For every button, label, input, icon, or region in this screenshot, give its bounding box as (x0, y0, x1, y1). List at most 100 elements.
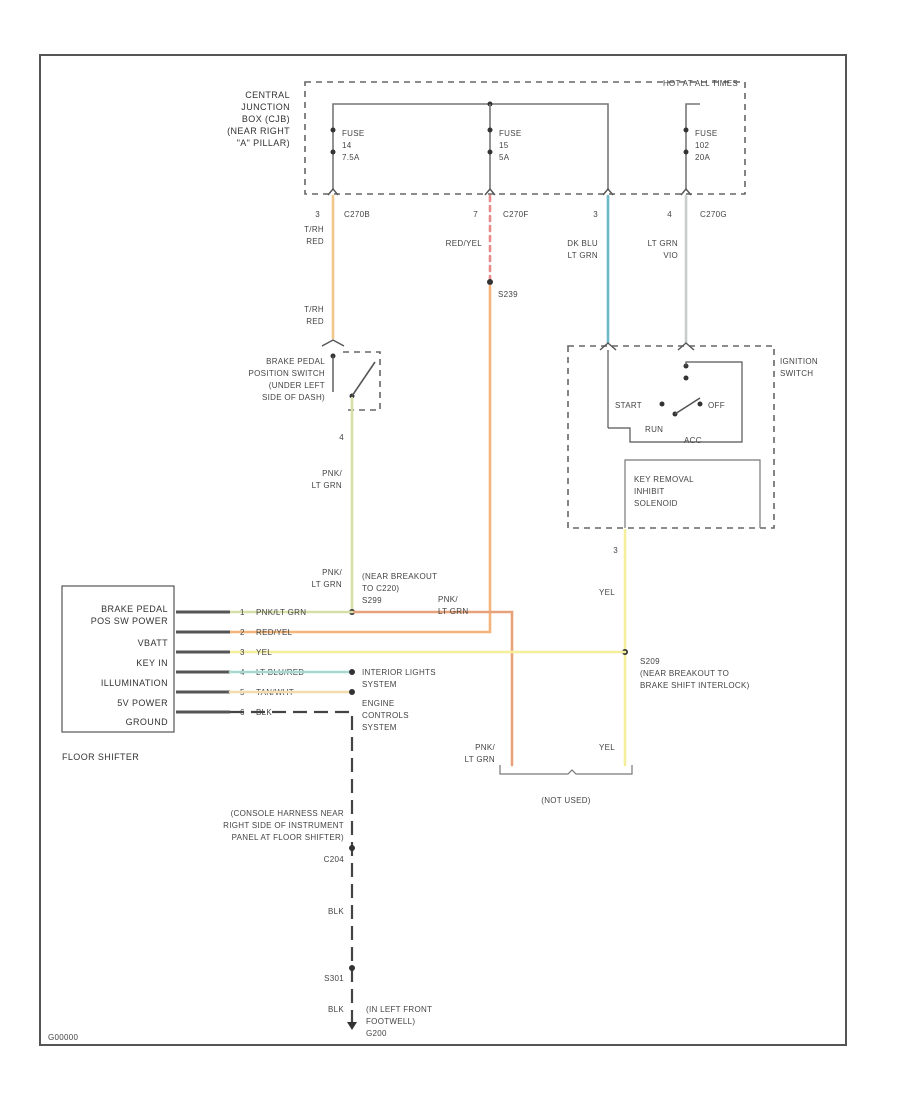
wire-orange-s239 (228, 284, 492, 634)
svg-text:POSITION SWITCH: POSITION SWITCH (249, 369, 326, 378)
to-label-1: INTERIOR LIGHTS (362, 668, 436, 677)
cjb-label-4: (NEAR RIGHT (227, 126, 290, 136)
splice-s301 (349, 965, 355, 971)
cjb-box (304, 81, 746, 195)
wire-label-pnk-3: PNK/ (438, 595, 458, 604)
svg-text:20A: 20A (695, 153, 710, 162)
svg-text:7.5A: 7.5A (342, 153, 360, 162)
wire-label-ltgrn-3: LT GRN (438, 607, 468, 616)
ignition-switch: START OFF RUN ACC KEY REMOVAL INHIBIT SO… (599, 342, 761, 528)
floor-shifter-label: FLOOR SHIFTER (62, 752, 139, 762)
svg-text:RED/YEL: RED/YEL (256, 628, 293, 637)
wire-label-tan-red-1b: RED (306, 237, 324, 246)
to-engine-controls (349, 689, 355, 695)
wire-label-tan-red-1a: T/RH (304, 225, 324, 234)
wire-label-pnk-2: PNK/ (322, 568, 342, 577)
wire-label-yel-1: YEL (599, 588, 615, 597)
diagram-border (39, 54, 847, 1046)
svg-text:3: 3 (315, 210, 320, 219)
svg-text:VBATT: VBATT (138, 638, 168, 648)
to-interior-lights (349, 669, 355, 675)
to-label-2: SYSTEM (362, 680, 397, 689)
console-splice (349, 845, 355, 851)
splice-s239 (487, 279, 493, 285)
svg-text:GROUND: GROUND (126, 717, 168, 727)
svg-text:(UNDER LEFT: (UNDER LEFT (269, 381, 325, 390)
splice-s299-note-1: (NEAR BREAKOUT (362, 572, 437, 581)
svg-text:15: 15 (499, 141, 509, 150)
to-label-3: ENGINE (362, 699, 394, 708)
svg-text:FOOTWELL): FOOTWELL) (366, 1017, 415, 1026)
fuse-102: FUSE 102 20A (683, 118, 718, 190)
svg-text:2: 2 (240, 628, 245, 637)
svg-text:5A: 5A (499, 153, 510, 162)
svg-text:4: 4 (339, 433, 344, 442)
cjb-label-2: JUNCTION (241, 102, 290, 112)
wire-label-lt-grn-2: LT GRN (648, 239, 678, 248)
svg-text:G200: G200 (366, 1029, 387, 1038)
fuse-14: FUSE 14 7.5A (330, 118, 365, 190)
ground-g200: (IN LEFT FRONT FOOTWELL) G200 (347, 1005, 432, 1038)
splice-s239-label: S239 (498, 290, 518, 299)
svg-text:KEY REMOVAL: KEY REMOVAL (634, 475, 694, 484)
cjb-label-1: CENTRAL (245, 90, 290, 100)
wire-label-ltgrn-2: LT GRN (312, 580, 342, 589)
svg-text:LT GRN: LT GRN (465, 755, 495, 764)
cjb-connectors: 3 C270B 7 C270F 3 4 C270G (315, 187, 727, 219)
wire-label-tan-red-2b: RED (306, 317, 324, 326)
svg-text:KEY IN: KEY IN (136, 658, 168, 668)
hot-label: HOT AT ALL TIMES (663, 79, 738, 88)
to-label-4: CONTROLS (362, 711, 409, 720)
svg-text:SOLENOID: SOLENOID (634, 499, 678, 508)
footer-code: G00000 (48, 1033, 79, 1042)
splice-s209-note-2: BRAKE SHIFT INTERLOCK) (640, 681, 750, 690)
svg-text:C270B: C270B (344, 210, 370, 219)
cjb-label-3: BOX (CJB) (242, 114, 290, 124)
svg-text:FUSE: FUSE (695, 129, 718, 138)
wire-label-blk-2: BLK (328, 1005, 344, 1014)
svg-text:C270F: C270F (503, 210, 529, 219)
svg-text:5V POWER: 5V POWER (117, 698, 168, 708)
wire-label-blk-1: BLK (328, 907, 344, 916)
console-label-2: RIGHT SIDE OF INSTRUMENT (223, 821, 344, 830)
shifter-connector-pins: 1 PNK/LT GRN 2 RED/YEL 3 YEL 4 LT BLU/RE… (176, 608, 306, 717)
splice-s299-label: S299 (362, 596, 382, 605)
wire-label-ltgrn-1: LT GRN (312, 481, 342, 490)
svg-text:3: 3 (593, 210, 598, 219)
wire-label-red-yel: RED/YEL (446, 239, 483, 248)
svg-text:BRAKE PEDAL: BRAKE PEDAL (101, 604, 168, 614)
svg-text:RUN: RUN (645, 425, 663, 434)
splice-s299-note-2: TO C220) (362, 584, 399, 593)
svg-text:1: 1 (240, 608, 245, 617)
to-label-5: SYSTEM (362, 723, 397, 732)
svg-text:START: START (615, 401, 642, 410)
cjb-label-5: "A" PILLAR) (237, 138, 290, 148)
ignition-switch-box (567, 345, 775, 529)
floor-shifter-box (61, 585, 175, 733)
svg-text:POS SW POWER: POS SW POWER (91, 616, 168, 626)
solenoid-pin: 3 (613, 546, 618, 555)
splice-s209-label: S209 (640, 657, 660, 666)
svg-text:(NOT USED): (NOT USED) (541, 796, 591, 805)
splice-s301-label: S301 (324, 974, 344, 983)
svg-text:FUSE: FUSE (499, 129, 522, 138)
wire-label-yel-2: YEL (599, 743, 615, 752)
svg-text:INHIBIT: INHIBIT (634, 487, 665, 496)
not-used-bracket: (NOT USED) PNK/ LT GRN (465, 743, 633, 805)
wire-label-vio: VIO (663, 251, 678, 260)
console-label-1: (CONSOLE HARNESS NEAR (231, 809, 344, 818)
ignition-label-1: IGNITION (780, 357, 818, 366)
svg-text:SIDE OF DASH): SIDE OF DASH) (262, 393, 325, 402)
svg-text:BRAKE PEDAL: BRAKE PEDAL (266, 357, 325, 366)
wire-label-lt-grn: LT GRN (568, 251, 598, 260)
svg-text:ILLUMINATION: ILLUMINATION (101, 678, 168, 688)
svg-text:PNK/LT GRN: PNK/LT GRN (256, 608, 306, 617)
brake-pedal-switch: BRAKE PEDAL POSITION SWITCH (UNDER LEFT … (249, 339, 381, 442)
svg-text:(IN LEFT FRONT: (IN LEFT FRONT (366, 1005, 432, 1014)
wire-label-pnk-1: PNK/ (322, 469, 342, 478)
svg-text:102: 102 (695, 141, 709, 150)
svg-text:FUSE: FUSE (342, 129, 365, 138)
svg-text:YEL: YEL (256, 648, 272, 657)
console-label-3: PANEL AT FLOOR SHIFTER) (232, 833, 344, 842)
